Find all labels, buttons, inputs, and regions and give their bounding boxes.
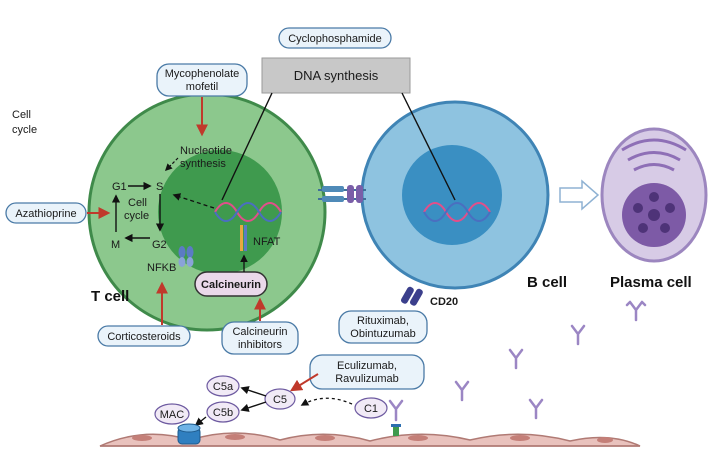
cycle-g1: G1 <box>112 181 127 193</box>
plasma-cell-label: Plasma cell <box>610 274 692 291</box>
bcell-dna-helix <box>423 202 491 222</box>
endothelial-receptor <box>391 424 401 436</box>
tcell-dna-helix <box>214 202 282 222</box>
rituximab-line1: Rituximab, <box>357 315 409 327</box>
complement-c5a: C5a <box>206 375 240 397</box>
nfat-label: NFAT <box>253 236 281 248</box>
cyclophosphamide-label: Cyclophosphamide <box>288 33 382 45</box>
c1-to-c5-arrow <box>300 397 353 406</box>
plasma-er-2 <box>627 151 681 162</box>
complement-c5b: C5b <box>206 401 240 423</box>
nfat-group: NFAT <box>240 225 281 251</box>
nucleotide-line2: synthesis <box>180 158 226 170</box>
tcr-mhc-synapse <box>318 185 366 203</box>
endothelium <box>99 432 641 447</box>
corticosteroids-box: Corticosteroids <box>97 325 191 347</box>
t-cell-label: T cell <box>91 288 129 305</box>
mac-label: MAC <box>160 409 185 421</box>
cyclophosphamide-box: Cyclophosphamide <box>278 27 392 49</box>
calcineurin-inhibitors-box: Calcineurin inhibitors <box>221 321 299 355</box>
azathioprine-box: Azathioprine <box>5 202 87 224</box>
mac-complex: MAC <box>154 403 190 425</box>
c5-label: C5 <box>273 394 287 406</box>
mycophenolate-box: Mycophenolate mofetil <box>156 63 248 97</box>
calcineurin-inhibitors-line2: inhibitors <box>238 339 283 351</box>
rituximab-box: Rituximab, Obintuzumab <box>338 310 428 344</box>
cycle-inner-line2: cycle <box>124 210 149 222</box>
mycophenolate-line2: mofetil <box>186 81 218 93</box>
dna-synthesis-box: DNA synthesis <box>261 57 411 94</box>
side-label-line2: cycle <box>12 124 37 136</box>
c5b-to-mac-arrow <box>194 416 207 427</box>
azathioprine-label: Azathioprine <box>15 208 76 220</box>
b-cell <box>360 100 550 290</box>
mycophenolate-line1: Mycophenolate <box>165 68 240 80</box>
nucleotide-arrow <box>164 157 179 172</box>
dna-to-s-arrow <box>172 193 215 209</box>
complement-c5: C5 <box>264 388 296 410</box>
eculizumab-line1: Eculizumab, <box>337 360 397 372</box>
c5-to-c5a-arrow <box>240 386 267 397</box>
eculizumab-line2: Ravulizumab <box>335 373 399 385</box>
c5b-label: C5b <box>213 407 233 419</box>
dna-link-bcell <box>401 92 456 201</box>
dna-link-tcell <box>221 92 273 201</box>
cd20-receptor <box>401 286 423 306</box>
c5a-label: C5a <box>213 381 234 393</box>
cell-cycle: G1 S M G2 Cell cycle <box>111 181 167 251</box>
differentiation-arrow <box>559 179 600 211</box>
nfkb-group: NFKB <box>147 246 194 274</box>
side-label-line1: Cell <box>12 109 31 121</box>
c5-to-c5b-arrow <box>240 401 267 412</box>
mac-pore <box>177 423 201 445</box>
cycle-inner-line1: Cell <box>128 197 147 209</box>
dna-synthesis-rect <box>261 57 411 94</box>
antibodies <box>388 300 647 422</box>
c1-label: C1 <box>364 403 378 415</box>
nucleotide-line1: Nucleotide <box>180 145 232 157</box>
calcineurin-label: Calcineurin <box>201 279 261 291</box>
cycle-m: M <box>111 239 120 251</box>
dna-synthesis-label: DNA synthesis <box>294 68 379 83</box>
eculizumab-arrow <box>289 373 319 392</box>
plasma-er-3 <box>633 163 675 172</box>
complement-c1: C1 <box>354 397 388 419</box>
cd20-label: CD20 <box>430 296 458 308</box>
corticosteroids-label: Corticosteroids <box>107 331 181 343</box>
t-cell <box>87 92 327 332</box>
calcineurin-group: Calcineurin <box>194 271 268 297</box>
nfkb-label: NFKB <box>147 262 176 274</box>
b-cell-label: B cell <box>527 274 567 291</box>
calcineurin-inhibitors-line1: Calcineurin <box>232 326 287 338</box>
plasma-cell <box>600 127 708 263</box>
plasma-chromatin <box>633 192 675 233</box>
plasma-er-1 <box>621 138 687 152</box>
rituximab-line2: Obintuzumab <box>350 328 415 340</box>
t-cell-nucleus <box>158 150 282 274</box>
eculizumab-box: Eculizumab, Ravulizumab <box>309 354 425 390</box>
cycle-g2: G2 <box>152 239 167 251</box>
side-cell-cycle-label: Cell cycle <box>12 109 37 136</box>
cycle-s: S <box>156 181 163 193</box>
